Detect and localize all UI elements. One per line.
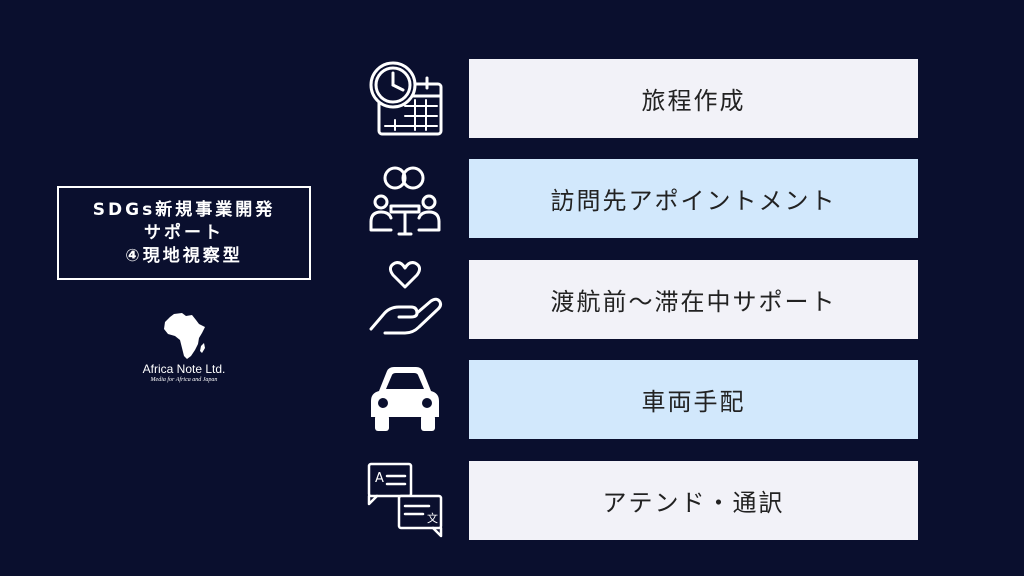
africa-map-icon (164, 313, 205, 359)
title-line-2: サポート (144, 222, 224, 243)
translation-icon: A 文 (365, 460, 445, 540)
meeting-people-icon (365, 158, 445, 238)
title-box: SDGs新規事業開発 サポート ④現地視察型 (57, 186, 311, 280)
logo-tagline: Media for Africa and Japan (150, 377, 218, 383)
service-row-vehicle: 車両手配 (365, 359, 918, 441)
service-row-support: 渡航前〜滞在中サポート (365, 259, 918, 341)
title-line-3: ④現地視察型 (125, 245, 243, 266)
company-logo: Africa Note Ltd. Media for Africa and Ja… (128, 312, 240, 392)
service-row-appointment: 訪問先アポイントメント (365, 158, 918, 240)
service-bar-1: 旅程作成 (469, 59, 918, 138)
title-line-1: SDGs新規事業開発 (92, 199, 276, 220)
svg-text:A: A (375, 471, 384, 486)
hand-heart-icon (365, 259, 445, 339)
logo-name: Africa Note Ltd. (142, 362, 226, 376)
service-bar-3: 渡航前〜滞在中サポート (469, 260, 918, 339)
svg-text:文: 文 (427, 511, 438, 525)
service-bar-4: 車両手配 (469, 360, 918, 439)
service-bar-5: アテンド・通訳 (469, 461, 918, 540)
service-row-interpret: A 文 アテンド・通訳 (365, 460, 918, 542)
calendar-clock-icon (365, 58, 445, 138)
service-bar-2: 訪問先アポイントメント (469, 159, 918, 238)
service-row-itinerary: 旅程作成 (365, 58, 918, 140)
car-icon (365, 359, 445, 439)
